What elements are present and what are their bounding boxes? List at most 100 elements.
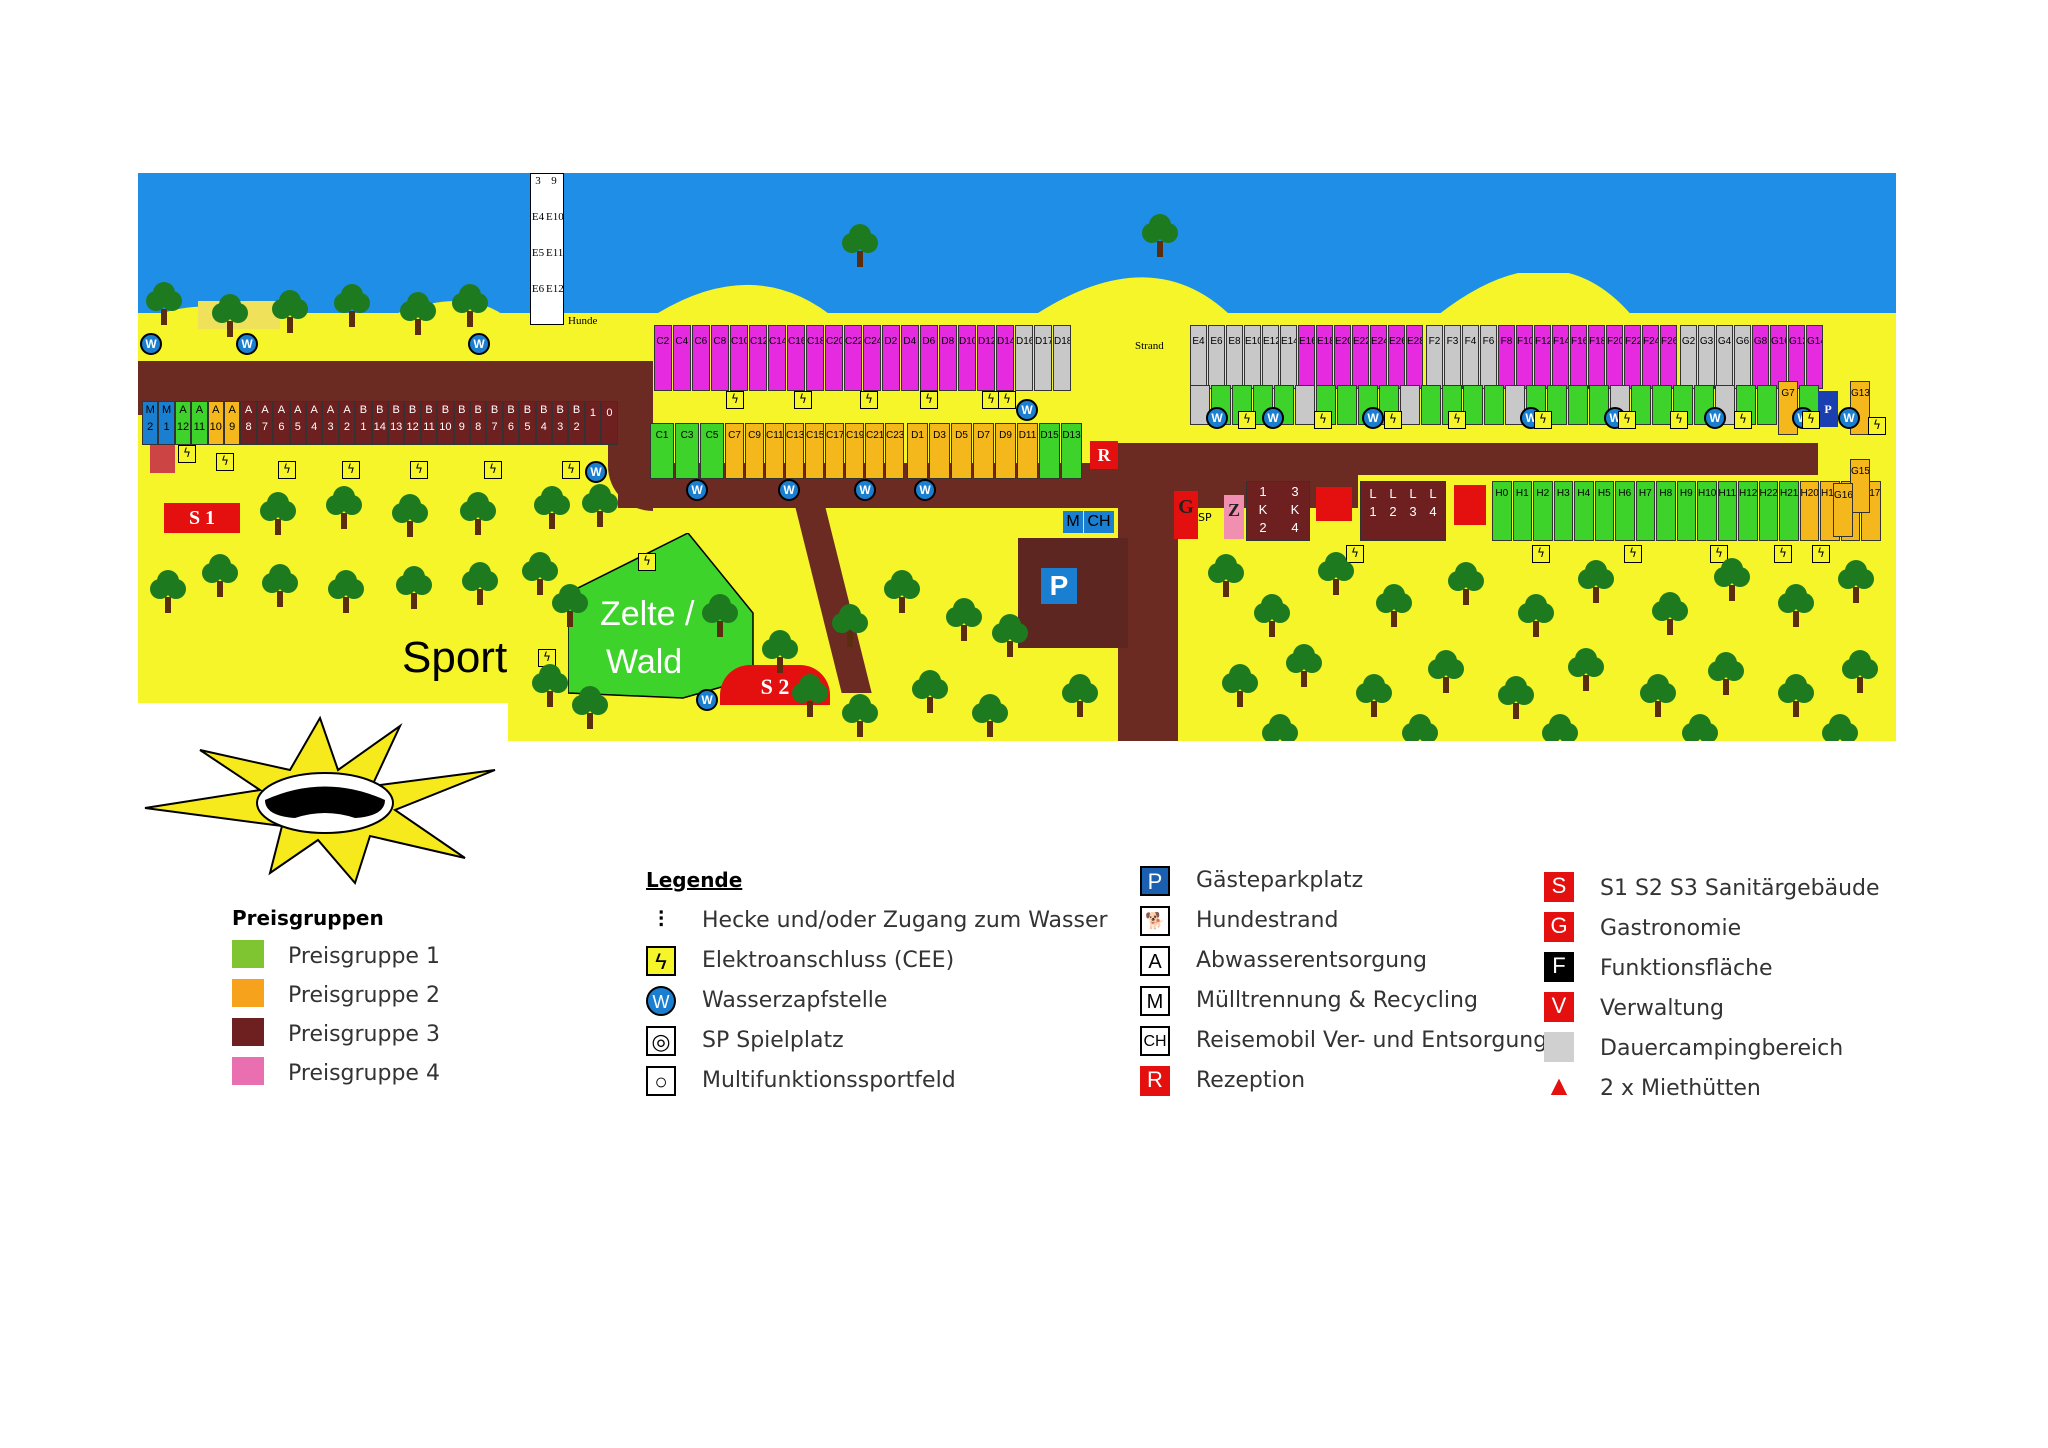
electric-icon[interactable]: ϟ (1868, 417, 1886, 435)
plot-e-top[interactable]: E4 (1190, 325, 1207, 389)
plot-c-top[interactable]: C2 (654, 325, 672, 391)
plot-h[interactable]: H0 (1492, 481, 1512, 541)
plot-d-bottom[interactable]: D13 (1061, 423, 1082, 479)
plot-g-top[interactable]: G10 (1770, 325, 1787, 389)
plot-e-top[interactable]: E12 (1262, 325, 1279, 389)
plot-e-top[interactable]: E8 (1226, 325, 1243, 389)
electric-icon[interactable]: ϟ (1384, 411, 1402, 429)
water-tap-icon[interactable]: W (778, 479, 800, 501)
plot-g-top[interactable]: G8 (1752, 325, 1769, 389)
plot-d-top[interactable]: D12 (977, 325, 995, 391)
electric-icon[interactable]: ϟ (726, 391, 744, 409)
electric-icon[interactable]: ϟ (484, 461, 502, 479)
plot-h[interactable]: H12 (1738, 481, 1758, 541)
electric-icon[interactable]: ϟ (216, 453, 234, 471)
water-tap-icon[interactable]: W (1206, 407, 1228, 429)
water-tap-icon[interactable]: W (696, 689, 718, 711)
plot-d-top[interactable]: D17 (1034, 325, 1052, 391)
plot-e-top[interactable]: E18 (1316, 325, 1333, 389)
plot-g-top[interactable]: G14 (1806, 325, 1823, 389)
plot-f-top[interactable]: F14 (1552, 325, 1569, 389)
plot-ef-lower[interactable] (1421, 385, 1441, 425)
plot-row-a[interactable]: 0 (601, 401, 618, 445)
plot-c-top[interactable]: C4 (673, 325, 691, 391)
electric-icon[interactable]: ϟ (278, 461, 296, 479)
electric-icon[interactable]: ϟ (860, 391, 878, 409)
plot-d-bottom[interactable]: D9 (995, 423, 1016, 479)
plot-c-bottom[interactable]: C15 (805, 423, 824, 479)
plot-c-bottom[interactable]: C13 (785, 423, 804, 479)
plot-e-top[interactable]: E10 (1244, 325, 1261, 389)
plot-d-top[interactable]: D2 (882, 325, 900, 391)
plot-h[interactable]: H9 (1676, 481, 1696, 541)
electric-icon[interactable]: ϟ (998, 391, 1016, 409)
rental-hut-block[interactable] (1316, 487, 1352, 521)
electric-icon[interactable]: ϟ (1448, 411, 1466, 429)
plot-e-top[interactable]: E26 (1388, 325, 1405, 389)
plot-ef-lower[interactable] (1484, 385, 1504, 425)
plot-g-right[interactable]: G16 (1833, 483, 1853, 537)
water-tap-icon[interactable]: W (1016, 399, 1038, 421)
motorhome-service[interactable]: CH (1084, 511, 1114, 533)
plot-h[interactable]: H11 (1717, 481, 1737, 541)
guest-parking[interactable]: P (1041, 568, 1077, 604)
plot-d-top[interactable]: D10 (958, 325, 976, 391)
plot-d-bottom[interactable]: D11 (1017, 423, 1038, 479)
plot-c-top[interactable]: C24 (863, 325, 881, 391)
gastronomy[interactable]: G (1174, 491, 1198, 539)
plot-d-bottom[interactable]: D15 (1039, 423, 1060, 479)
plot-c-top[interactable]: C18 (806, 325, 824, 391)
plot-ef-lower[interactable] (1337, 385, 1357, 425)
plot-f-top[interactable]: F20 (1606, 325, 1623, 389)
plot-ef-lower[interactable] (1652, 385, 1672, 425)
plot-c-bottom[interactable]: C3 (675, 423, 699, 479)
electric-icon[interactable]: ϟ (538, 649, 556, 667)
electric-icon[interactable]: ϟ (1314, 411, 1332, 429)
electric-icon[interactable]: ϟ (1346, 545, 1364, 563)
electric-icon[interactable]: ϟ (982, 391, 1000, 409)
water-tap-icon[interactable]: W (1838, 407, 1860, 429)
plot-g-top[interactable]: G12 (1788, 325, 1805, 389)
electric-icon[interactable]: ϟ (1812, 545, 1830, 563)
plot-h[interactable]: H21 (1779, 481, 1799, 541)
plot-ef-lower[interactable] (1190, 385, 1210, 425)
water-tap-icon[interactable]: W (1262, 407, 1284, 429)
recycling-station[interactable]: M (1063, 511, 1083, 533)
reception[interactable]: R (1090, 441, 1118, 469)
water-tap-icon[interactable]: W (914, 479, 936, 501)
plot-c-top[interactable]: C8 (711, 325, 729, 391)
electric-icon[interactable]: ϟ (410, 461, 428, 479)
plot-d-top[interactable]: D8 (939, 325, 957, 391)
plot-h[interactable]: H5 (1594, 481, 1614, 541)
electric-icon[interactable]: ϟ (794, 391, 812, 409)
plot-h[interactable]: H1 (1512, 481, 1532, 541)
water-tap-icon[interactable]: W (854, 479, 876, 501)
plot-d-top[interactable]: D16 (1015, 325, 1033, 391)
water-tap-icon[interactable]: W (1362, 407, 1384, 429)
plot-c-top[interactable]: C20 (825, 325, 843, 391)
plot-c-top[interactable]: C12 (749, 325, 767, 391)
plot-c-bottom[interactable]: C23 (885, 423, 904, 479)
plot-h[interactable]: H6 (1615, 481, 1635, 541)
plot-f-top[interactable]: F16 (1570, 325, 1587, 389)
sanitary-s3[interactable] (1454, 485, 1486, 525)
electric-icon[interactable]: ϟ (1534, 411, 1552, 429)
plot-f-top[interactable]: F4 (1462, 325, 1479, 389)
plot-g-right[interactable]: G15 (1850, 459, 1870, 513)
